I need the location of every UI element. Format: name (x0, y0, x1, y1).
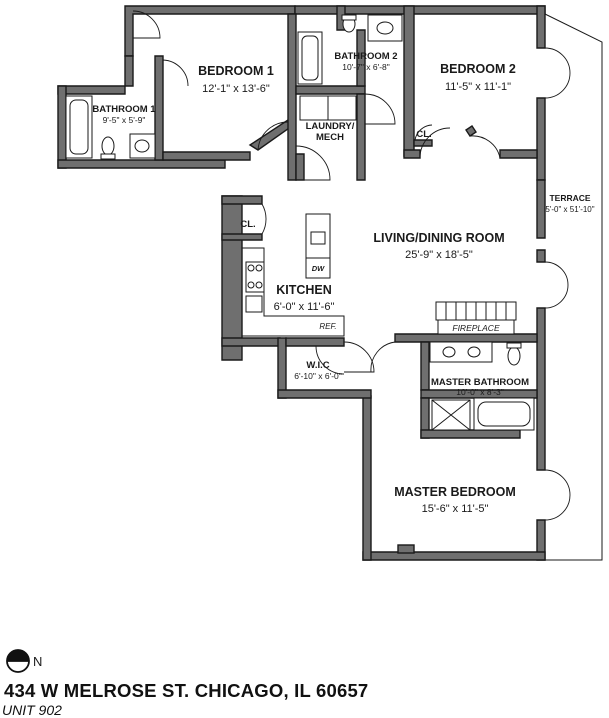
property-address: 434 W MELROSE ST. CHICAGO, IL 60657 (4, 680, 369, 701)
exterior-walls (57, 5, 603, 561)
terrace-dims: 5'-0" x 51'-10" (545, 205, 594, 214)
master-bed-dims: 15'-6" x 11'-5" (422, 503, 489, 515)
closet-bed2-name: CL. (416, 129, 431, 140)
living-dims: 25'-9" x 18'-5" (405, 249, 473, 261)
master-bath-dims: 10'-0" x 8'-3" (456, 387, 504, 397)
north-compass-icon (6, 649, 30, 673)
bedroom2-dims: 11'-5" x 11'-1" (445, 81, 511, 93)
bathroom1-dims: 9'-5" x 5'-9" (103, 115, 146, 125)
bathroom2-dims: 10'-7" x 6'-8" (342, 62, 390, 72)
laundry-name-line1: LAUNDRY/ (306, 121, 355, 132)
wic-dims: 6'-10" x 6'-0" (294, 371, 342, 381)
doors (132, 10, 571, 521)
dishwasher-label: DW (312, 264, 325, 273)
bedroom2-name: BEDROOM 2 (440, 62, 516, 76)
kitchen-dims: 6'-0" x 11'-6" (274, 301, 335, 313)
bedroom1-name: BEDROOM 1 (198, 64, 274, 78)
floor-plan: BEDROOM 1 12'-1" x 13'-6" BATHROOM 2 10'… (57, 5, 603, 561)
master-bath-name: MASTER BATHROOM (431, 377, 529, 388)
master-bed-name: MASTER BEDROOM (394, 485, 516, 499)
closet-hall-name: CL. (240, 219, 255, 230)
bathroom2-name: BATHROOM 2 (334, 51, 397, 62)
living-name: LIVING/DINING ROOM (373, 231, 504, 245)
bedroom1-dims: 12'-1" x 13'-6" (202, 83, 270, 95)
kitchen-name: KITCHEN (276, 283, 332, 297)
compass-north-label: N (33, 654, 43, 669)
bathroom1-name: BATHROOM 1 (92, 104, 156, 115)
refrigerator-label: REF. (319, 322, 336, 331)
fixtures (65, 14, 535, 431)
terrace-name: TERRACE (549, 193, 590, 203)
unit-number: UNIT 902 (2, 702, 62, 718)
wic-name: W.I.C (306, 360, 329, 371)
laundry-name-line2: MECH (316, 132, 344, 143)
fireplace-label: FIREPLACE (452, 323, 500, 333)
